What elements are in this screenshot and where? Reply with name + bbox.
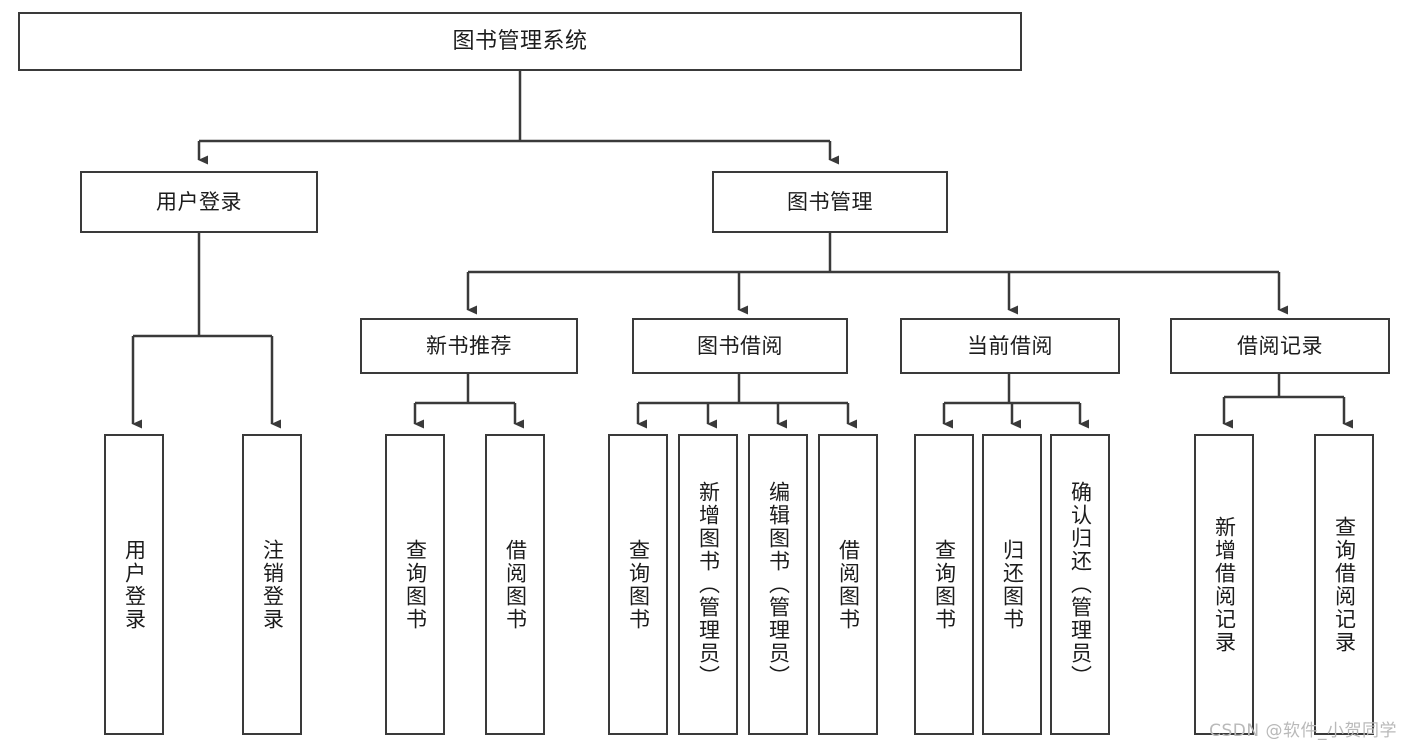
leaf-edit-book-admin[interactable]: 编辑图书（管理员） (748, 434, 808, 735)
leaf-user-login[interactable]: 用户登录 (104, 434, 164, 735)
node-borrowing-records[interactable]: 借阅记录 (1170, 318, 1390, 374)
node-user-login[interactable]: 用户登录 (80, 171, 318, 233)
leaf-query-book-current[interactable]: 查询图书 (914, 434, 974, 735)
node-label: 新增借阅记录 (1212, 515, 1237, 654)
node-label: 当前借阅 (967, 333, 1053, 358)
leaf-borrow-book-newbook[interactable]: 借阅图书 (485, 434, 545, 735)
node-book-borrowing[interactable]: 图书借阅 (632, 318, 848, 374)
node-label: 查询借阅记录 (1332, 515, 1357, 654)
leaf-query-borrow-record[interactable]: 查询借阅记录 (1314, 434, 1374, 735)
leaf-query-book-borrow[interactable]: 查询图书 (608, 434, 668, 735)
node-label: 图书管理 (787, 189, 873, 214)
csdn-watermark: CSDN @软件_小贺同学 (1209, 721, 1397, 741)
node-label: 查询图书 (403, 538, 428, 631)
node-label: 查询图书 (932, 538, 957, 631)
node-label: 借阅记录 (1237, 333, 1323, 358)
node-label: 新书推荐 (426, 333, 512, 358)
leaf-confirm-return-admin[interactable]: 确认归还（管理员） (1050, 434, 1110, 735)
node-label: 用户登录 (122, 538, 147, 631)
node-label: 新增图书（管理员） (696, 481, 721, 688)
leaf-return-book[interactable]: 归还图书 (982, 434, 1042, 735)
node-book-management-system[interactable]: 图书管理系统 (18, 12, 1022, 71)
leaf-add-borrow-record[interactable]: 新增借阅记录 (1194, 434, 1254, 735)
node-label: 查询图书 (626, 538, 651, 631)
node-label: 归还图书 (1000, 538, 1025, 631)
node-label: 注销登录 (260, 538, 285, 631)
node-label: 借阅图书 (503, 538, 528, 631)
node-current-borrowing[interactable]: 当前借阅 (900, 318, 1120, 374)
node-label: 图书借阅 (697, 333, 783, 358)
leaf-query-book-newbook[interactable]: 查询图书 (385, 434, 445, 735)
leaf-user-logout[interactable]: 注销登录 (242, 434, 302, 735)
node-label: 用户登录 (156, 189, 242, 214)
leaf-borrow-book-borrow[interactable]: 借阅图书 (818, 434, 878, 735)
node-label: 借阅图书 (836, 538, 861, 631)
leaf-add-book-admin[interactable]: 新增图书（管理员） (678, 434, 738, 735)
node-label: 图书管理系统 (452, 28, 588, 54)
node-label: 确认归还（管理员） (1068, 481, 1093, 688)
node-book-management[interactable]: 图书管理 (712, 171, 948, 233)
node-new-book-recommendation[interactable]: 新书推荐 (360, 318, 578, 374)
node-label: 编辑图书（管理员） (766, 481, 791, 688)
